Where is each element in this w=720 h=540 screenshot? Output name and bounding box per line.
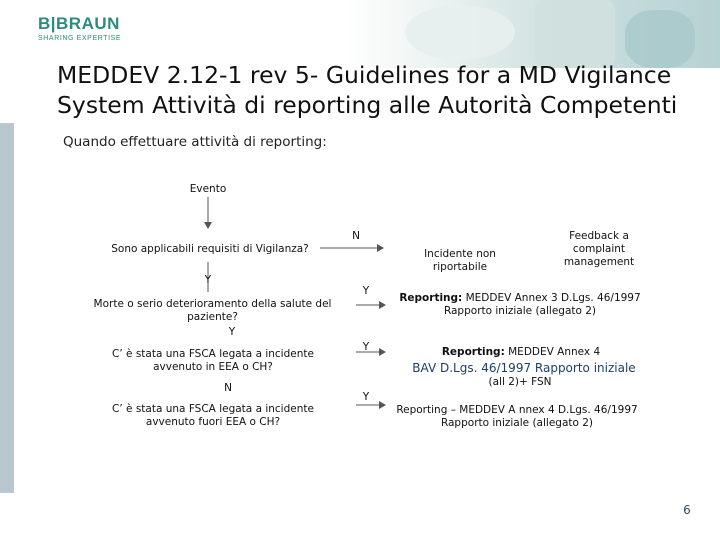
page-number: 6	[683, 503, 691, 517]
brand-name: B|BRAUN	[38, 14, 120, 33]
flow-reporting-annex4-line2: BAV D.Lgs. 46/1997 Rapporto iniziale	[412, 361, 636, 375]
flow-question-vigilance: Sono applicabili requisiti di Vigilanza?	[111, 243, 309, 255]
reporting-label: Reporting:	[441, 346, 505, 358]
reporting-annex4-text: MEDDEV Annex 4	[508, 346, 601, 358]
flow-reporting-annex4-eea: Reporting: MEDDEV Annex 4	[396, 346, 646, 359]
flow-question-fsca-eea: C’ è stata una FSCA legata a incidente a…	[112, 348, 314, 373]
header-photo	[345, 0, 720, 68]
brand-tagline: SHARING EXPERTISE	[38, 35, 122, 42]
slide-title: MEDDEV 2.12-1 rev 5- Guidelines for a MD…	[57, 61, 678, 119]
flow-label-no: N	[352, 230, 360, 242]
flow-label-no: N	[224, 382, 232, 394]
brand-logo: B|BRAUN SHARING EXPERTISE	[38, 14, 158, 54]
reporting-annex3-text: MEDDEV Annex 3 D.Lgs. 46/1997 Rapporto i…	[443, 292, 641, 317]
flow-start-event: Evento	[189, 183, 227, 195]
flow-reporting-annex4-outside: Reporting – MEDDEV A nnex 4 D.Lgs. 46/19…	[396, 404, 638, 429]
flow-question-health: Morte o serio deterioramento della salut…	[93, 298, 332, 323]
flow-label-yes: Y	[362, 285, 370, 297]
flow-feedback-complaint: Feedback a complaint management	[563, 230, 635, 268]
flow-label-yes: Y	[228, 326, 236, 338]
flow-incident-not-reportable: Incidente non riportabile	[424, 248, 496, 273]
flow-label-yes: Y	[362, 391, 370, 403]
flow-label-yes: Y	[204, 274, 212, 286]
flow-question-fsca-outside: C’ è stata una FSCA legata a incidente a…	[112, 403, 314, 428]
reporting-label: Reporting:	[399, 292, 463, 304]
flow-reporting-annex4-line3: (all 2)+ FSN	[488, 376, 552, 388]
flow-label-yes: Y	[362, 341, 370, 353]
side-band	[0, 123, 14, 493]
slide-subtitle: Quando effettuare attività di reporting:	[63, 134, 327, 150]
flow-reporting-annex3: Reporting: MEDDEV Annex 3 D.Lgs. 46/1997…	[390, 292, 650, 318]
